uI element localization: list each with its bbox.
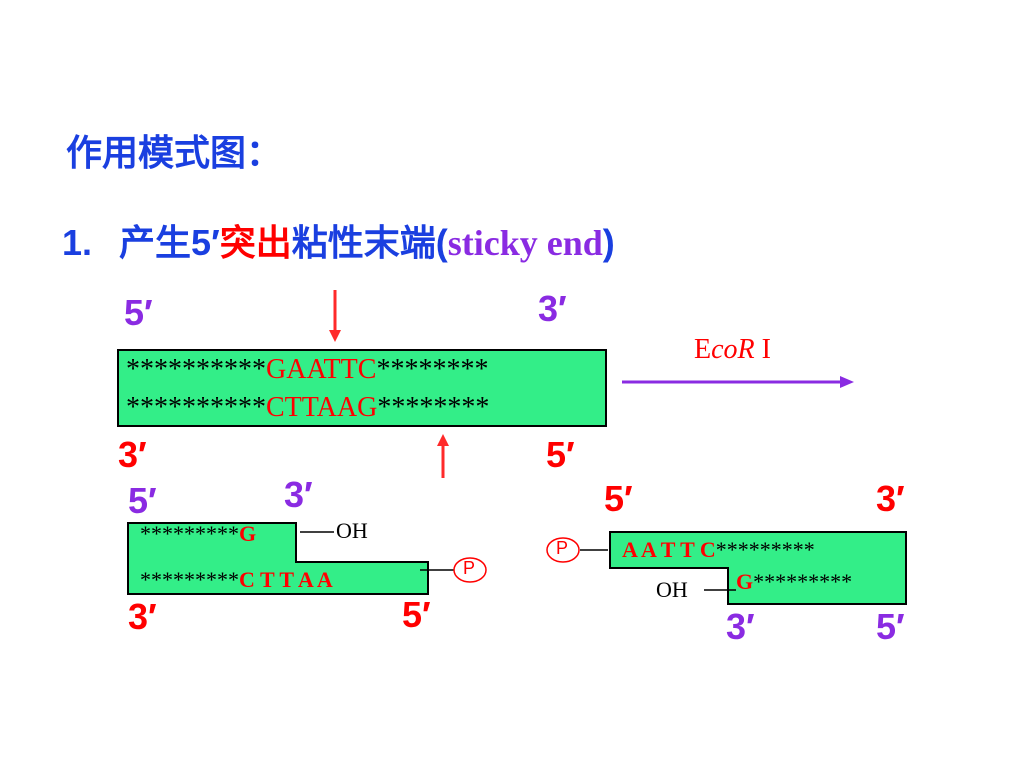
left-strand1-stars: ********* <box>140 521 239 546</box>
top-strand-2: **********CTTAAG******** <box>126 392 489 424</box>
left-frag-label-3-prime-top: 3′ <box>284 474 313 515</box>
left-phosphate-circle <box>453 557 487 583</box>
subtitle-paren-close: ) <box>602 222 615 263</box>
left-strand2-site: C T T A A <box>239 567 333 592</box>
page-title: 作用模式图： <box>66 132 283 173</box>
subtitle-produce: 产生 <box>119 222 192 263</box>
strand1-left-stars: ********** <box>126 354 266 385</box>
left-frag-strand-2: *********C T T A A <box>140 568 333 592</box>
cut-arrow-bottom-head <box>437 434 449 446</box>
right-frag-label-3-prime: 3′ <box>876 478 905 519</box>
enzyme-roman: I <box>754 334 771 365</box>
enzyme-name: EcoR I <box>694 334 771 366</box>
enzyme-co: co <box>711 334 738 365</box>
left-fragment-box <box>127 522 429 595</box>
strand2-site: CTTAAG <box>266 392 378 423</box>
subtitle-five-prime: 5′ <box>191 222 220 263</box>
subtitle: 1. 产生5′突出粘性末端(sticky end) <box>62 214 615 266</box>
right-frag-label-5-prime: 5′ <box>604 478 633 519</box>
right-frag-label-3-prime-bottom: 3′ <box>726 606 755 647</box>
left-frag-phosphate: P <box>463 558 476 578</box>
cut-arrow-top-head <box>329 330 341 342</box>
right-frag-strand-1: A A T T C********* <box>622 538 815 562</box>
right-frag-phosphate: P <box>556 538 569 558</box>
top-dna-box <box>117 349 607 427</box>
subtitle-paren-open: ( <box>435 222 448 263</box>
right-strand1-site: A A T T C <box>622 537 716 562</box>
right-strand1-stars: ********* <box>715 537 815 562</box>
top-label-5-prime: 5′ <box>124 292 153 333</box>
left-frag-oh: OH <box>336 518 368 543</box>
strand1-site: GAATTC <box>266 354 377 385</box>
enzyme-e: E <box>694 334 712 365</box>
reaction-arrow-head <box>840 376 854 388</box>
subtitle-protruding: 突出 <box>219 222 292 263</box>
bottom-label-5-prime: 5′ <box>546 434 575 475</box>
right-frag-strand-2: G********* <box>736 570 852 594</box>
right-frag-label-5-prime-bottom: 5′ <box>876 606 905 647</box>
right-phosphate-circle <box>546 537 580 563</box>
left-frag-label-3-prime-bottom: 3′ <box>128 596 157 637</box>
enzyme-r: R <box>737 334 755 365</box>
strand2-left-stars: ********** <box>126 392 266 423</box>
left-frag-label-5-prime: 5′ <box>128 480 157 521</box>
left-strand2-stars: ********* <box>140 567 239 592</box>
subtitle-sticky-end-en: sticky end <box>447 223 603 263</box>
right-frag-oh: OH <box>656 577 688 602</box>
subtitle-sticky-end-cn: 粘性末端 <box>291 222 436 263</box>
left-frag-label-5-prime-bottom: 5′ <box>402 594 431 635</box>
right-fragment-box <box>609 531 907 605</box>
subtitle-number: 1. <box>62 222 93 263</box>
bottom-label-3-prime: 3′ <box>118 434 147 475</box>
strand2-right-stars: ******** <box>377 392 490 423</box>
left-frag-strand-1: *********G <box>140 522 256 546</box>
right-strand2-site: G <box>736 569 754 594</box>
strand1-right-stars: ******** <box>376 354 489 385</box>
top-label-3-prime: 3′ <box>538 288 567 329</box>
top-strand-1: **********GAATTC******** <box>126 354 488 386</box>
left-strand1-site: G <box>239 521 257 546</box>
right-strand2-stars: ********* <box>753 569 853 594</box>
